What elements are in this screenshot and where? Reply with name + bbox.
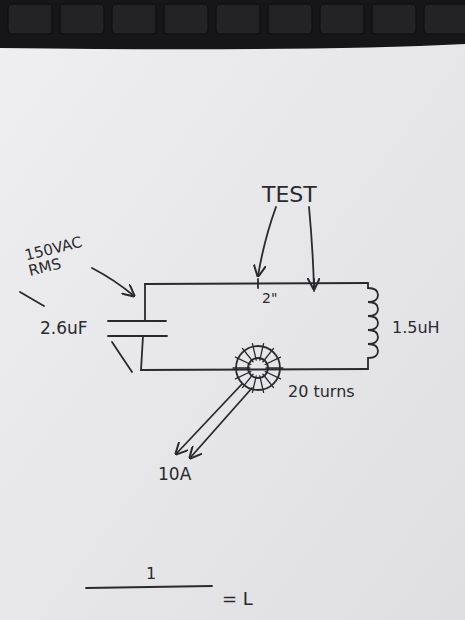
test-point	[313, 279, 315, 291]
left-wire	[144, 284, 146, 321]
stray-stroke	[20, 292, 44, 306]
test-label: TEST	[262, 183, 317, 206]
fraction-bar	[86, 586, 212, 588]
top-wire	[145, 283, 368, 284]
winding	[235, 357, 250, 364]
formula-numerator: 1	[146, 566, 156, 583]
circuit	[20, 207, 378, 588]
key	[372, 4, 416, 34]
key	[320, 4, 364, 34]
winding	[265, 371, 280, 378]
keyboard-keys	[8, 4, 465, 34]
formula-result: = L	[222, 590, 253, 609]
winding	[266, 367, 283, 368]
leader-line	[112, 342, 132, 372]
left-wire-lower	[141, 336, 143, 370]
winding	[260, 344, 264, 361]
keyboard	[0, 0, 465, 49]
bottom-wire	[141, 369, 368, 370]
key	[112, 4, 156, 34]
key	[164, 4, 208, 34]
dimension: 2"	[262, 291, 277, 306]
capacitor-plate	[108, 335, 167, 337]
winding	[265, 357, 280, 364]
winding	[252, 344, 256, 361]
winding	[260, 376, 264, 393]
winding	[252, 376, 256, 393]
key	[268, 4, 312, 34]
capacitance-value: 2.6uF	[40, 320, 88, 338]
source-voltage: 150VAC RMS	[23, 232, 99, 279]
meter-lead	[176, 384, 242, 454]
key	[216, 4, 260, 34]
key	[424, 4, 465, 34]
meter-lead	[190, 388, 252, 458]
toroid-core	[248, 358, 268, 378]
test-arrow	[309, 207, 314, 289]
key	[60, 4, 104, 34]
test-point	[257, 279, 259, 288]
winding	[263, 348, 274, 361]
winding	[233, 367, 250, 368]
winding	[242, 374, 253, 387]
capacitor-plate	[108, 320, 166, 322]
inductor-symbol	[368, 283, 378, 369]
inductance-value: 1.5uH	[392, 320, 440, 337]
current-value: 10A	[158, 466, 191, 484]
winding	[242, 348, 253, 361]
key	[8, 4, 52, 34]
leader-line	[92, 268, 134, 296]
winding	[235, 371, 250, 378]
test-arrow	[258, 207, 276, 276]
turns-count: 20 turns	[288, 384, 355, 401]
winding	[263, 374, 274, 387]
